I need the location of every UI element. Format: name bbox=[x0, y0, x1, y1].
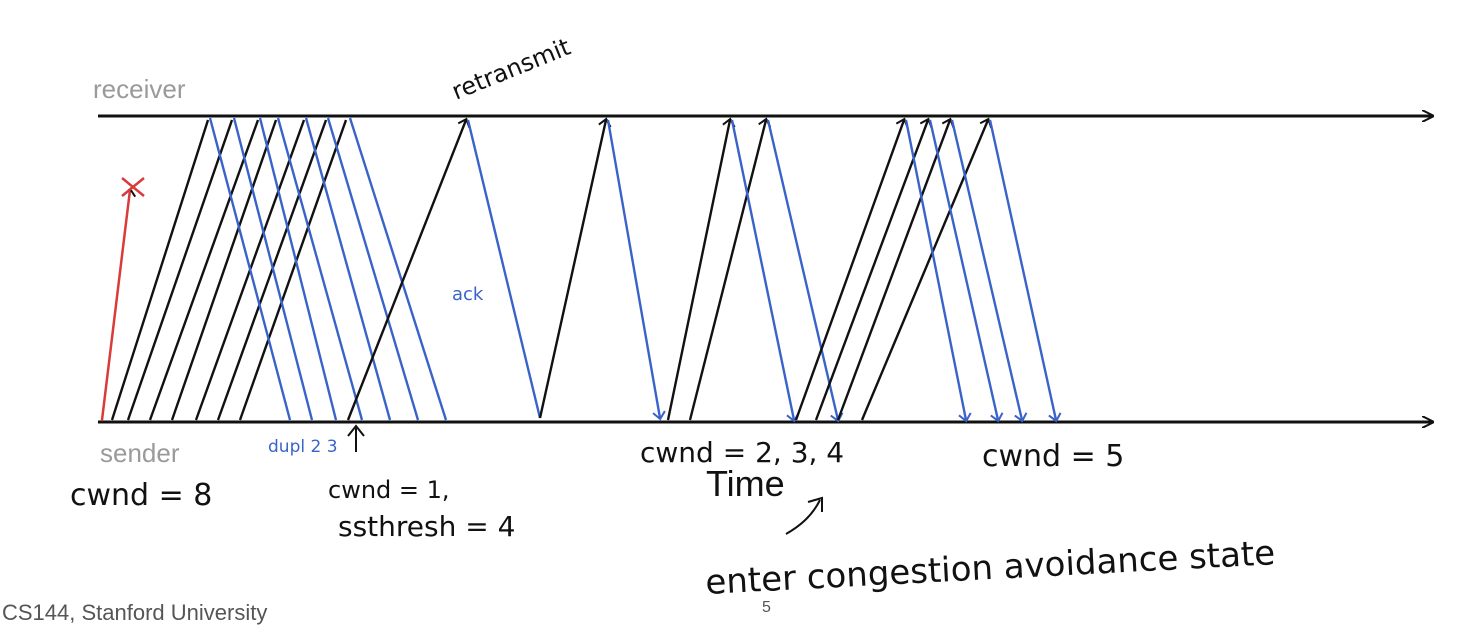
ack-segment bbox=[988, 119, 1062, 423]
arrow-up-icon bbox=[347, 424, 365, 452]
page-number: 5 bbox=[762, 599, 771, 616]
sender-label: sender bbox=[100, 438, 180, 468]
ack-segment bbox=[326, 117, 420, 421]
data-segment bbox=[238, 119, 348, 421]
dupack-annotation: dupl 2 3 bbox=[268, 437, 338, 457]
cwnd-2-round bbox=[666, 117, 844, 423]
data-segment bbox=[794, 117, 909, 421]
cwnd-final-annotation: cwnd = 5 bbox=[982, 439, 1124, 474]
data-segment bbox=[538, 117, 612, 419]
data-segment bbox=[836, 117, 955, 421]
data-segment bbox=[688, 117, 772, 421]
lost-segment bbox=[100, 177, 145, 422]
data-segment bbox=[860, 117, 993, 421]
ack-segment bbox=[766, 119, 844, 423]
data-segment bbox=[126, 119, 234, 421]
retransmit-ack bbox=[466, 119, 542, 419]
ack-segment bbox=[208, 117, 292, 421]
ack-segment bbox=[730, 119, 800, 423]
ack-segment bbox=[276, 117, 364, 421]
ack-segment bbox=[928, 119, 1004, 423]
cwnd-reset-annotation: cwnd = 1, bbox=[328, 476, 450, 504]
data-segment bbox=[666, 117, 736, 421]
ack-segment bbox=[304, 117, 392, 421]
ack-segment bbox=[232, 117, 314, 421]
congestion-avoidance-annotation: enter congestion avoidance state bbox=[704, 533, 1276, 603]
data-segments-initial-window bbox=[110, 119, 348, 421]
ssthresh-annotation: ssthresh = 4 bbox=[338, 510, 515, 543]
ack-segment bbox=[606, 119, 666, 421]
data-segment bbox=[814, 117, 933, 421]
ack-segment bbox=[348, 117, 448, 421]
data-segment bbox=[110, 119, 210, 421]
time-axis-label: Time bbox=[706, 463, 785, 504]
cwnd-growth-annotation: cwnd = 2, 3, 4 bbox=[640, 436, 844, 469]
receiver-label: receiver bbox=[93, 74, 186, 104]
ack-segment bbox=[950, 119, 1028, 423]
ack-segments-initial-window bbox=[208, 117, 448, 421]
cwnd-4-round bbox=[794, 117, 1062, 423]
data-segment bbox=[170, 119, 278, 421]
retransmit-segment bbox=[346, 117, 471, 421]
retransmit-annotation: retransmit bbox=[448, 33, 575, 106]
arrow-icon bbox=[785, 496, 823, 535]
data-segment bbox=[148, 119, 260, 421]
data-segment bbox=[216, 119, 328, 421]
ack-segment bbox=[258, 117, 338, 421]
cwnd-initial-annotation: cwnd = 8 bbox=[70, 478, 212, 513]
course-footer: CS144, Stanford University bbox=[2, 600, 267, 625]
ack-annotation: ack bbox=[452, 284, 484, 305]
ack-segment bbox=[904, 119, 972, 423]
